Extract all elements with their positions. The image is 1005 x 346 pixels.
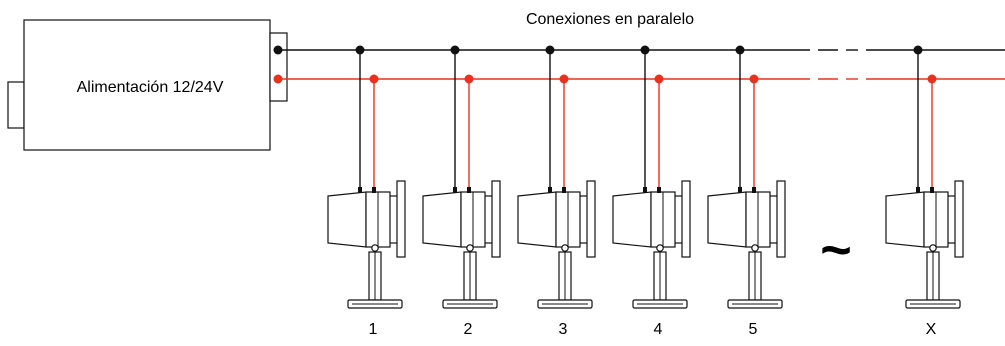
negative-terminal [643, 187, 647, 193]
lamp-bezel [681, 180, 691, 258]
light-3: 3 [517, 45, 596, 338]
lamp-head [327, 191, 367, 248]
positive-terminal [467, 187, 471, 193]
positive-junction-dot [369, 74, 379, 84]
positive-junction-dot [927, 74, 937, 84]
negative-junction-dot [545, 45, 555, 55]
negative-terminal [738, 187, 742, 193]
lamp-head [885, 191, 925, 248]
lamp-bezel [776, 180, 786, 258]
lamp-bezel [491, 180, 501, 258]
negative-terminal [358, 187, 362, 193]
lamp-bezel [954, 180, 964, 258]
light-number-label: 3 [559, 321, 568, 338]
positive-terminal [372, 187, 376, 193]
lamp-bezel [586, 180, 596, 258]
light-number-label: 2 [464, 321, 473, 338]
light-number-label: 5 [749, 321, 758, 338]
positive-junction-dot [464, 74, 474, 84]
positive-junction-dot [654, 74, 664, 84]
continuation-symbol: ~ [820, 220, 852, 280]
light-number-label: 1 [369, 321, 378, 338]
pivot-screw [561, 244, 569, 252]
negative-terminal [453, 187, 457, 193]
bus-wires [273, 45, 1005, 84]
negative-junction-dot [735, 45, 745, 55]
power-supply-tab [7, 81, 25, 129]
negative-junction-dot [450, 45, 460, 55]
pivot-screw [751, 244, 759, 252]
negative-terminal [548, 187, 552, 193]
positive-terminal [752, 187, 756, 193]
negative-junction-dot [913, 45, 923, 55]
positive-terminal [562, 187, 566, 193]
power-supply-box [23, 19, 271, 151]
lamp-head [707, 191, 747, 248]
pivot-screw [656, 244, 664, 252]
light-number-label: 4 [654, 321, 663, 338]
light-X: X [885, 45, 964, 338]
power-supply: Alimentación 12/24V [7, 19, 288, 151]
light-4: 4 [612, 45, 691, 338]
terminal-block [269, 32, 288, 102]
lamp-head [422, 191, 462, 248]
light-number-label: X [926, 321, 937, 338]
lamp-head [517, 191, 557, 248]
pivot-screw [371, 244, 379, 252]
negative-junction-dot [640, 45, 650, 55]
terminal-positive-dot [273, 74, 283, 84]
lamp-head [612, 191, 652, 248]
lights-group: 1 2 3 4 5 X [327, 45, 964, 338]
positive-junction-dot [749, 74, 759, 84]
positive-terminal [657, 187, 661, 193]
positive-junction-dot [559, 74, 569, 84]
positive-terminal [930, 187, 934, 193]
terminal-negative-dot [273, 45, 283, 55]
light-5: 5 [707, 45, 786, 338]
diagram-title: Conexiones en paralelo [526, 11, 694, 28]
power-supply-label: Alimentación 12/24V [77, 79, 224, 96]
light-1: 1 [327, 45, 406, 338]
light-2: 2 [422, 45, 501, 338]
lamp-bezel [396, 180, 406, 258]
pivot-screw [466, 244, 474, 252]
negative-junction-dot [355, 45, 365, 55]
negative-terminal [916, 187, 920, 193]
pivot-screw [929, 244, 937, 252]
